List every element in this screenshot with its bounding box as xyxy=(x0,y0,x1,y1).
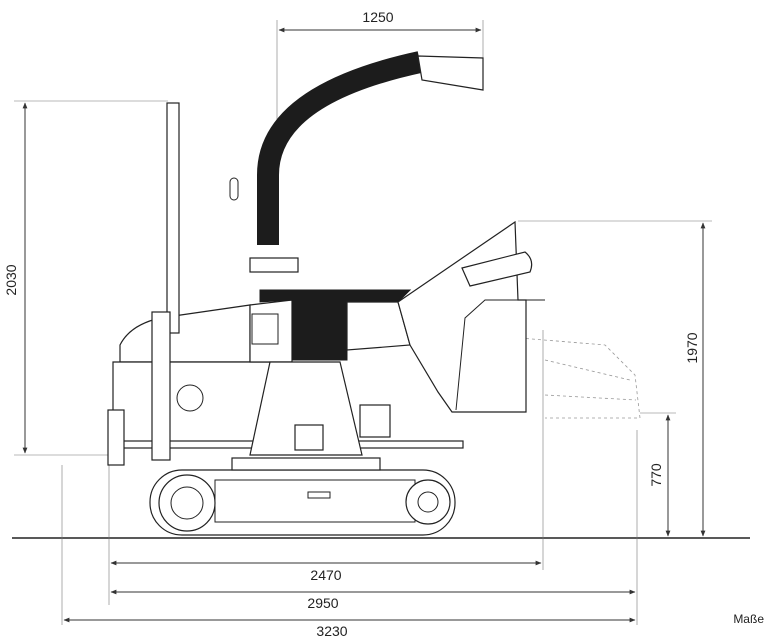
dim-label-2030: 2030 xyxy=(3,264,19,295)
dim-label-2950: 2950 xyxy=(307,595,338,611)
dim-label-770: 770 xyxy=(648,463,664,487)
dim-label-2470: 2470 xyxy=(310,567,341,583)
dim-label-3230: 3230 xyxy=(316,623,347,639)
dim-label-1970: 1970 xyxy=(684,332,700,363)
caption-masse: Maße xyxy=(733,612,764,626)
wood-chipper-illustration xyxy=(107,51,641,536)
dim-label-1250: 1250 xyxy=(362,9,393,25)
